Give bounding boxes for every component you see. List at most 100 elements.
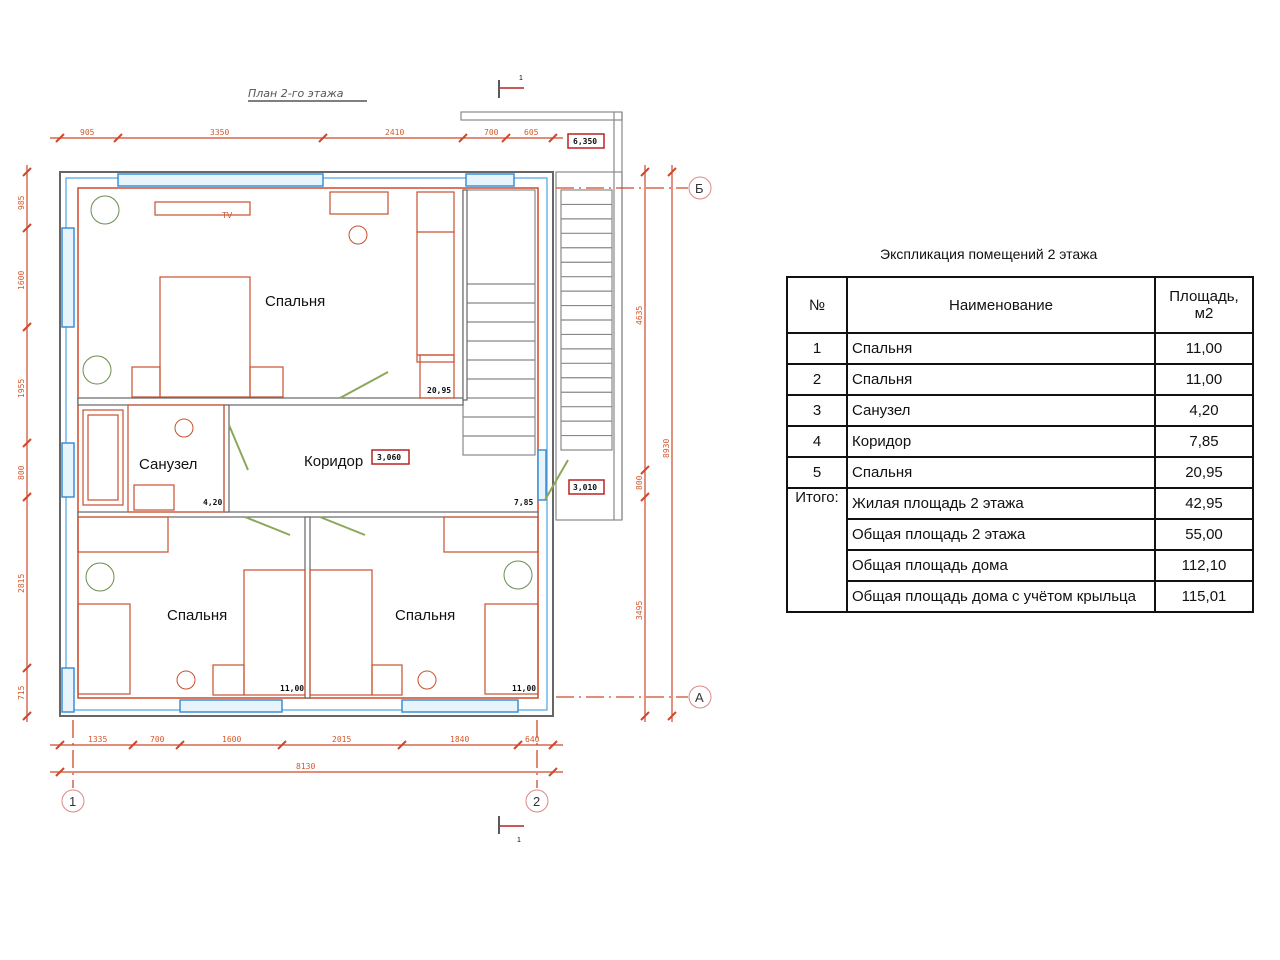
- row-area: 11,00: [1154, 363, 1254, 396]
- dim-left-0: 985: [17, 195, 26, 210]
- area-bedroom-left: 11,00: [280, 684, 304, 693]
- section-mark-top: [498, 80, 524, 98]
- room-label-bathroom: Санузел: [139, 456, 197, 473]
- dimension-tick: [501, 133, 511, 143]
- row-no: 1: [786, 332, 848, 365]
- dim-bottom-0: 1335: [88, 735, 107, 744]
- dimension-tick: [22, 711, 32, 721]
- total-area: 42,95: [1154, 487, 1254, 520]
- row-area: 7,85: [1154, 425, 1254, 458]
- row-area: 20,95: [1154, 456, 1254, 489]
- dim-top-2: 2410: [385, 128, 404, 137]
- dim-bottom-5: 640: [525, 735, 540, 744]
- dimension-tick: [22, 492, 32, 502]
- dimension-tick: [22, 167, 32, 177]
- dimension-tick: [175, 740, 185, 750]
- totals-label: Итого:: [786, 487, 848, 613]
- area-corridor: 7,85: [514, 498, 533, 507]
- total-name: Жилая площадь 2 этажа: [846, 487, 1156, 520]
- dim-left-5: 715: [17, 685, 26, 700]
- dimension-tick: [22, 438, 32, 448]
- staircase: [460, 111, 623, 521]
- axis-label-1: 1: [69, 794, 76, 809]
- outer-wall: [59, 171, 554, 717]
- dimension-tick: [667, 167, 677, 177]
- dim-bottom-4: 1840: [450, 735, 469, 744]
- dim-bottom-2: 1600: [222, 735, 241, 744]
- row-area: 11,00: [1154, 332, 1254, 365]
- level-corridor: 3,060: [377, 453, 401, 462]
- dim-top-0: 905: [80, 128, 95, 137]
- row-name: Спальня: [846, 456, 1156, 489]
- dimension-tick: [55, 740, 65, 750]
- dimension-tick: [55, 133, 65, 143]
- level-porch: 3,010: [573, 483, 597, 492]
- dim-bottom-1: 700: [150, 735, 165, 744]
- header-name: Наименование: [846, 276, 1156, 334]
- dimension-tick: [113, 133, 123, 143]
- dim-left-3: 800: [17, 465, 26, 480]
- dimension-tick: [513, 740, 523, 750]
- total-name: Общая площадь дома с учётом крыльца: [846, 580, 1156, 613]
- dim-top-3: 700: [484, 128, 499, 137]
- dimension-tick: [128, 740, 138, 750]
- axis-label-b: Б: [695, 181, 704, 196]
- dimension-tick: [397, 740, 407, 750]
- section-label-top: 1: [519, 75, 523, 82]
- dimension-tick: [22, 322, 32, 332]
- row-name: Спальня: [846, 363, 1156, 396]
- row-no: 3: [786, 394, 848, 427]
- doors: [228, 371, 569, 536]
- total-name: Общая площадь 2 этажа: [846, 518, 1156, 551]
- dim-bottom-3: 2015: [332, 735, 351, 744]
- windows: [61, 173, 547, 713]
- level-top: 6,350: [573, 137, 597, 146]
- row-name: Спальня: [846, 332, 1156, 365]
- axis-label-2: 2: [533, 794, 540, 809]
- dimension-tick: [548, 767, 558, 777]
- row-no: 5: [786, 456, 848, 489]
- dimension-tick: [277, 740, 287, 750]
- light-icons: [174, 225, 437, 690]
- dim-right-2: 3495: [635, 601, 644, 620]
- dimension-tick: [318, 133, 328, 143]
- total-area: 115,01: [1154, 580, 1254, 613]
- plant-icons: [82, 195, 533, 592]
- area-bedroom-top: 20,95: [427, 386, 451, 395]
- axis-markers: [61, 176, 712, 813]
- dimension-tick: [640, 492, 650, 502]
- dim-left-2: 1955: [17, 379, 26, 398]
- row-no: 4: [786, 425, 848, 458]
- dimension-tick: [55, 767, 65, 777]
- dim-right-1: 800: [635, 475, 644, 490]
- section-label-bottom: 1: [517, 837, 521, 844]
- section-mark-bottom: [498, 816, 524, 834]
- area-bathroom: 4,20: [203, 498, 222, 507]
- row-area: 4,20: [1154, 394, 1254, 427]
- dim-left-1: 1600: [17, 271, 26, 290]
- total-area: 112,10: [1154, 549, 1254, 582]
- dim-right-0: 4635: [635, 306, 644, 325]
- table-header-row: № Наименование Площадь, м2: [786, 276, 1254, 334]
- dim-left-4: 2815: [17, 574, 26, 593]
- dimension-tick: [22, 663, 32, 673]
- furniture: [77, 191, 539, 696]
- dimension-lines: [22, 133, 677, 777]
- dimension-tick: [667, 711, 677, 721]
- plan-title: План 2-го этажа: [248, 87, 344, 100]
- area-bedroom-right: 11,00: [512, 684, 536, 693]
- dimension-tick: [458, 133, 468, 143]
- total-area: 55,00: [1154, 518, 1254, 551]
- dimension-tick: [640, 711, 650, 721]
- room-label-corridor: Коридор: [304, 453, 363, 470]
- row-name: Коридор: [846, 425, 1156, 458]
- header-area: Площадь, м2: [1154, 276, 1254, 334]
